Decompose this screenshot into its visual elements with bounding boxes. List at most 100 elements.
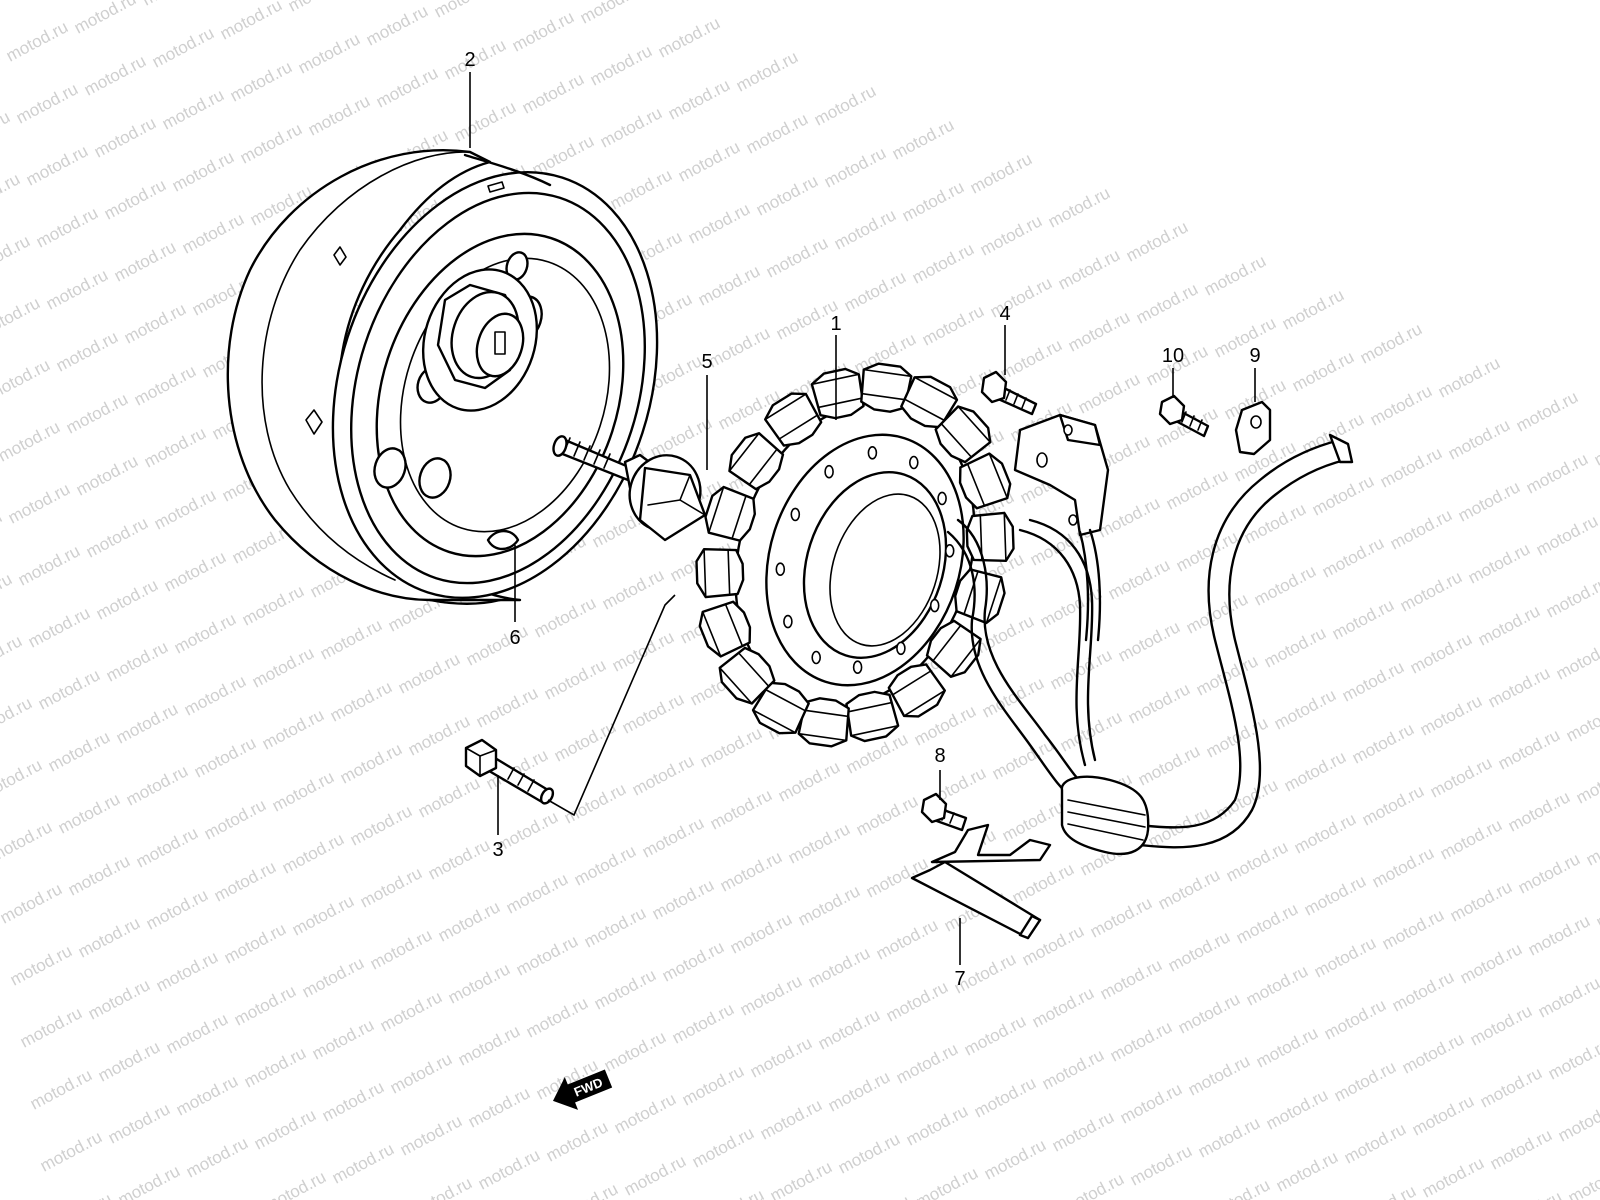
watermark-text: motod.ru	[0, 879, 65, 927]
watermark-text: motod.ru	[445, 959, 513, 1007]
watermark-text: motod.ru	[1087, 893, 1155, 941]
watermark-text: motod.ru	[475, 1145, 543, 1193]
watermark-text: motod.ru	[231, 981, 299, 1029]
watermark-text: motod.ru	[1095, 493, 1163, 541]
watermark-text: motod.ru	[115, 1161, 183, 1200]
watermark-text: motod.ru	[1573, 759, 1600, 807]
watermark-text: motod.ru	[1591, 421, 1600, 469]
watermark-text: motod.ru	[697, 723, 765, 771]
watermark-text: motod.ru	[259, 705, 327, 753]
watermark-text: motod.ru	[597, 103, 665, 151]
watermark-text: motod.ru	[619, 689, 687, 737]
watermark-text: motod.ru	[123, 761, 191, 809]
watermark-text: motod.ru	[1563, 697, 1600, 745]
watermark-text: motod.ru	[775, 757, 843, 805]
watermark-text: motod.ru	[1545, 1035, 1600, 1083]
watermark-text: motod.ru	[919, 301, 987, 349]
callout-10: 10	[1162, 345, 1184, 367]
watermark-text: motod.ru	[707, 785, 775, 833]
watermark-text: motod.ru	[0, 417, 63, 465]
watermark-text: motod.ru	[1505, 787, 1573, 835]
watermark-text: motod.ru	[455, 1021, 523, 1069]
watermark-text: motod.ru	[363, 1, 431, 49]
watermark-text: motod.ru	[1057, 707, 1125, 755]
watermark-text: motod.ru	[1367, 381, 1435, 429]
watermark-text: motod.ru	[1349, 719, 1417, 767]
watermark-text: motod.ru	[397, 1111, 465, 1159]
watermark-text: motod.ru	[1253, 1023, 1321, 1071]
watermark-text: motod.ru	[811, 81, 879, 129]
watermark-text: motod.ru	[377, 987, 445, 1035]
watermark-text: motod.ru	[1455, 477, 1523, 525]
watermark-text: motod.ru	[1163, 465, 1231, 513]
watermark-text: motod.ru	[1377, 443, 1445, 491]
callout-9: 9	[1249, 345, 1260, 367]
stator-pole	[954, 568, 1006, 625]
watermark-text: motod.ru	[1311, 933, 1379, 981]
watermark-text: motod.ru	[763, 233, 831, 281]
watermark-text: motod.ru	[997, 335, 1065, 383]
watermark-text: motod.ru	[1369, 843, 1437, 891]
watermark-text: motod.ru	[139, 0, 207, 10]
stator-hole	[775, 562, 786, 577]
watermark-text: motod.ru	[903, 1101, 971, 1149]
watermark-text: motod.ru	[1175, 989, 1243, 1037]
watermark-text: motod.ru	[37, 1127, 105, 1175]
watermark-text: motod.ru	[193, 1195, 261, 1200]
watermark-text: motod.ru	[1115, 617, 1183, 665]
watermark-text: motod.ru	[1447, 877, 1515, 925]
watermark-text: motod.ru	[551, 717, 619, 765]
stator-bolt	[464, 738, 555, 805]
watermark-text: motod.ru	[853, 791, 921, 839]
watermark-text: motod.ru	[581, 903, 649, 951]
watermark-text: motod.ru	[1583, 821, 1600, 869]
stator-pole	[860, 362, 913, 413]
watermark-text: motod.ru	[1105, 555, 1173, 603]
watermark-text: motod.ru	[143, 885, 211, 933]
watermark-text: motod.ru	[0, 693, 35, 741]
watermark-text: motod.ru	[961, 1011, 1029, 1059]
watermark-text: motod.ru	[1389, 967, 1457, 1015]
watermark-text: motod.ru	[1195, 1113, 1263, 1161]
watermark-text: motod.ru	[0, 0, 61, 4]
watermark-text: motod.ru	[1329, 595, 1397, 643]
watermark-text: motod.ru	[319, 1077, 387, 1125]
watermark-text: motod.ru	[553, 1179, 621, 1200]
watermark-text: motod.ru	[121, 299, 189, 347]
callout-5: 5	[701, 351, 712, 373]
stator-hole	[811, 650, 822, 665]
watermark-text: motod.ru	[609, 627, 677, 675]
watermark-text: motod.ru	[795, 881, 863, 929]
stator-hole	[896, 641, 906, 656]
watermark-text: motod.ru	[201, 795, 269, 843]
watermark-text: motod.ru	[131, 361, 199, 409]
leader-lines	[469, 72, 1256, 965]
stator-hole	[867, 445, 878, 460]
watermark-text: motod.ru	[0, 293, 43, 341]
watermark-text: motod.ru	[665, 75, 733, 123]
watermark-text: motod.ru	[747, 1033, 815, 1081]
watermark-text: motod.ru	[1205, 1175, 1273, 1200]
watermark-text: motod.ru	[1125, 679, 1193, 727]
watermark-text: motod.ru	[1475, 601, 1543, 649]
watermark-text: motod.ru	[1543, 573, 1600, 621]
watermark-text: motod.ru	[1359, 781, 1427, 829]
clamp-bolt	[1158, 394, 1210, 438]
stator-wiring	[946, 413, 1354, 856]
watermark-text: motod.ru	[1047, 645, 1115, 693]
watermark-text: motod.ru	[1339, 657, 1407, 705]
callout-8: 8	[934, 745, 945, 767]
watermark-text: motod.ru	[141, 423, 209, 471]
watermark-text: motod.ru	[161, 547, 229, 595]
watermark-text: motod.ru	[503, 869, 571, 917]
watermark-text: motod.ru	[317, 615, 385, 663]
watermark-text: motod.ru	[979, 673, 1047, 721]
watermark-text: motod.ru	[133, 823, 201, 871]
watermark-text: motod.ru	[451, 97, 519, 145]
watermark-text: motod.ru	[17, 1003, 85, 1051]
watermark-text: motod.ru	[1261, 623, 1329, 671]
watermark-text: motod.ru	[899, 177, 967, 225]
watermark-text: motod.ru	[0, 631, 25, 679]
watermark-text: motod.ru	[1059, 1169, 1127, 1200]
watermark-text: motod.ru	[159, 85, 227, 133]
